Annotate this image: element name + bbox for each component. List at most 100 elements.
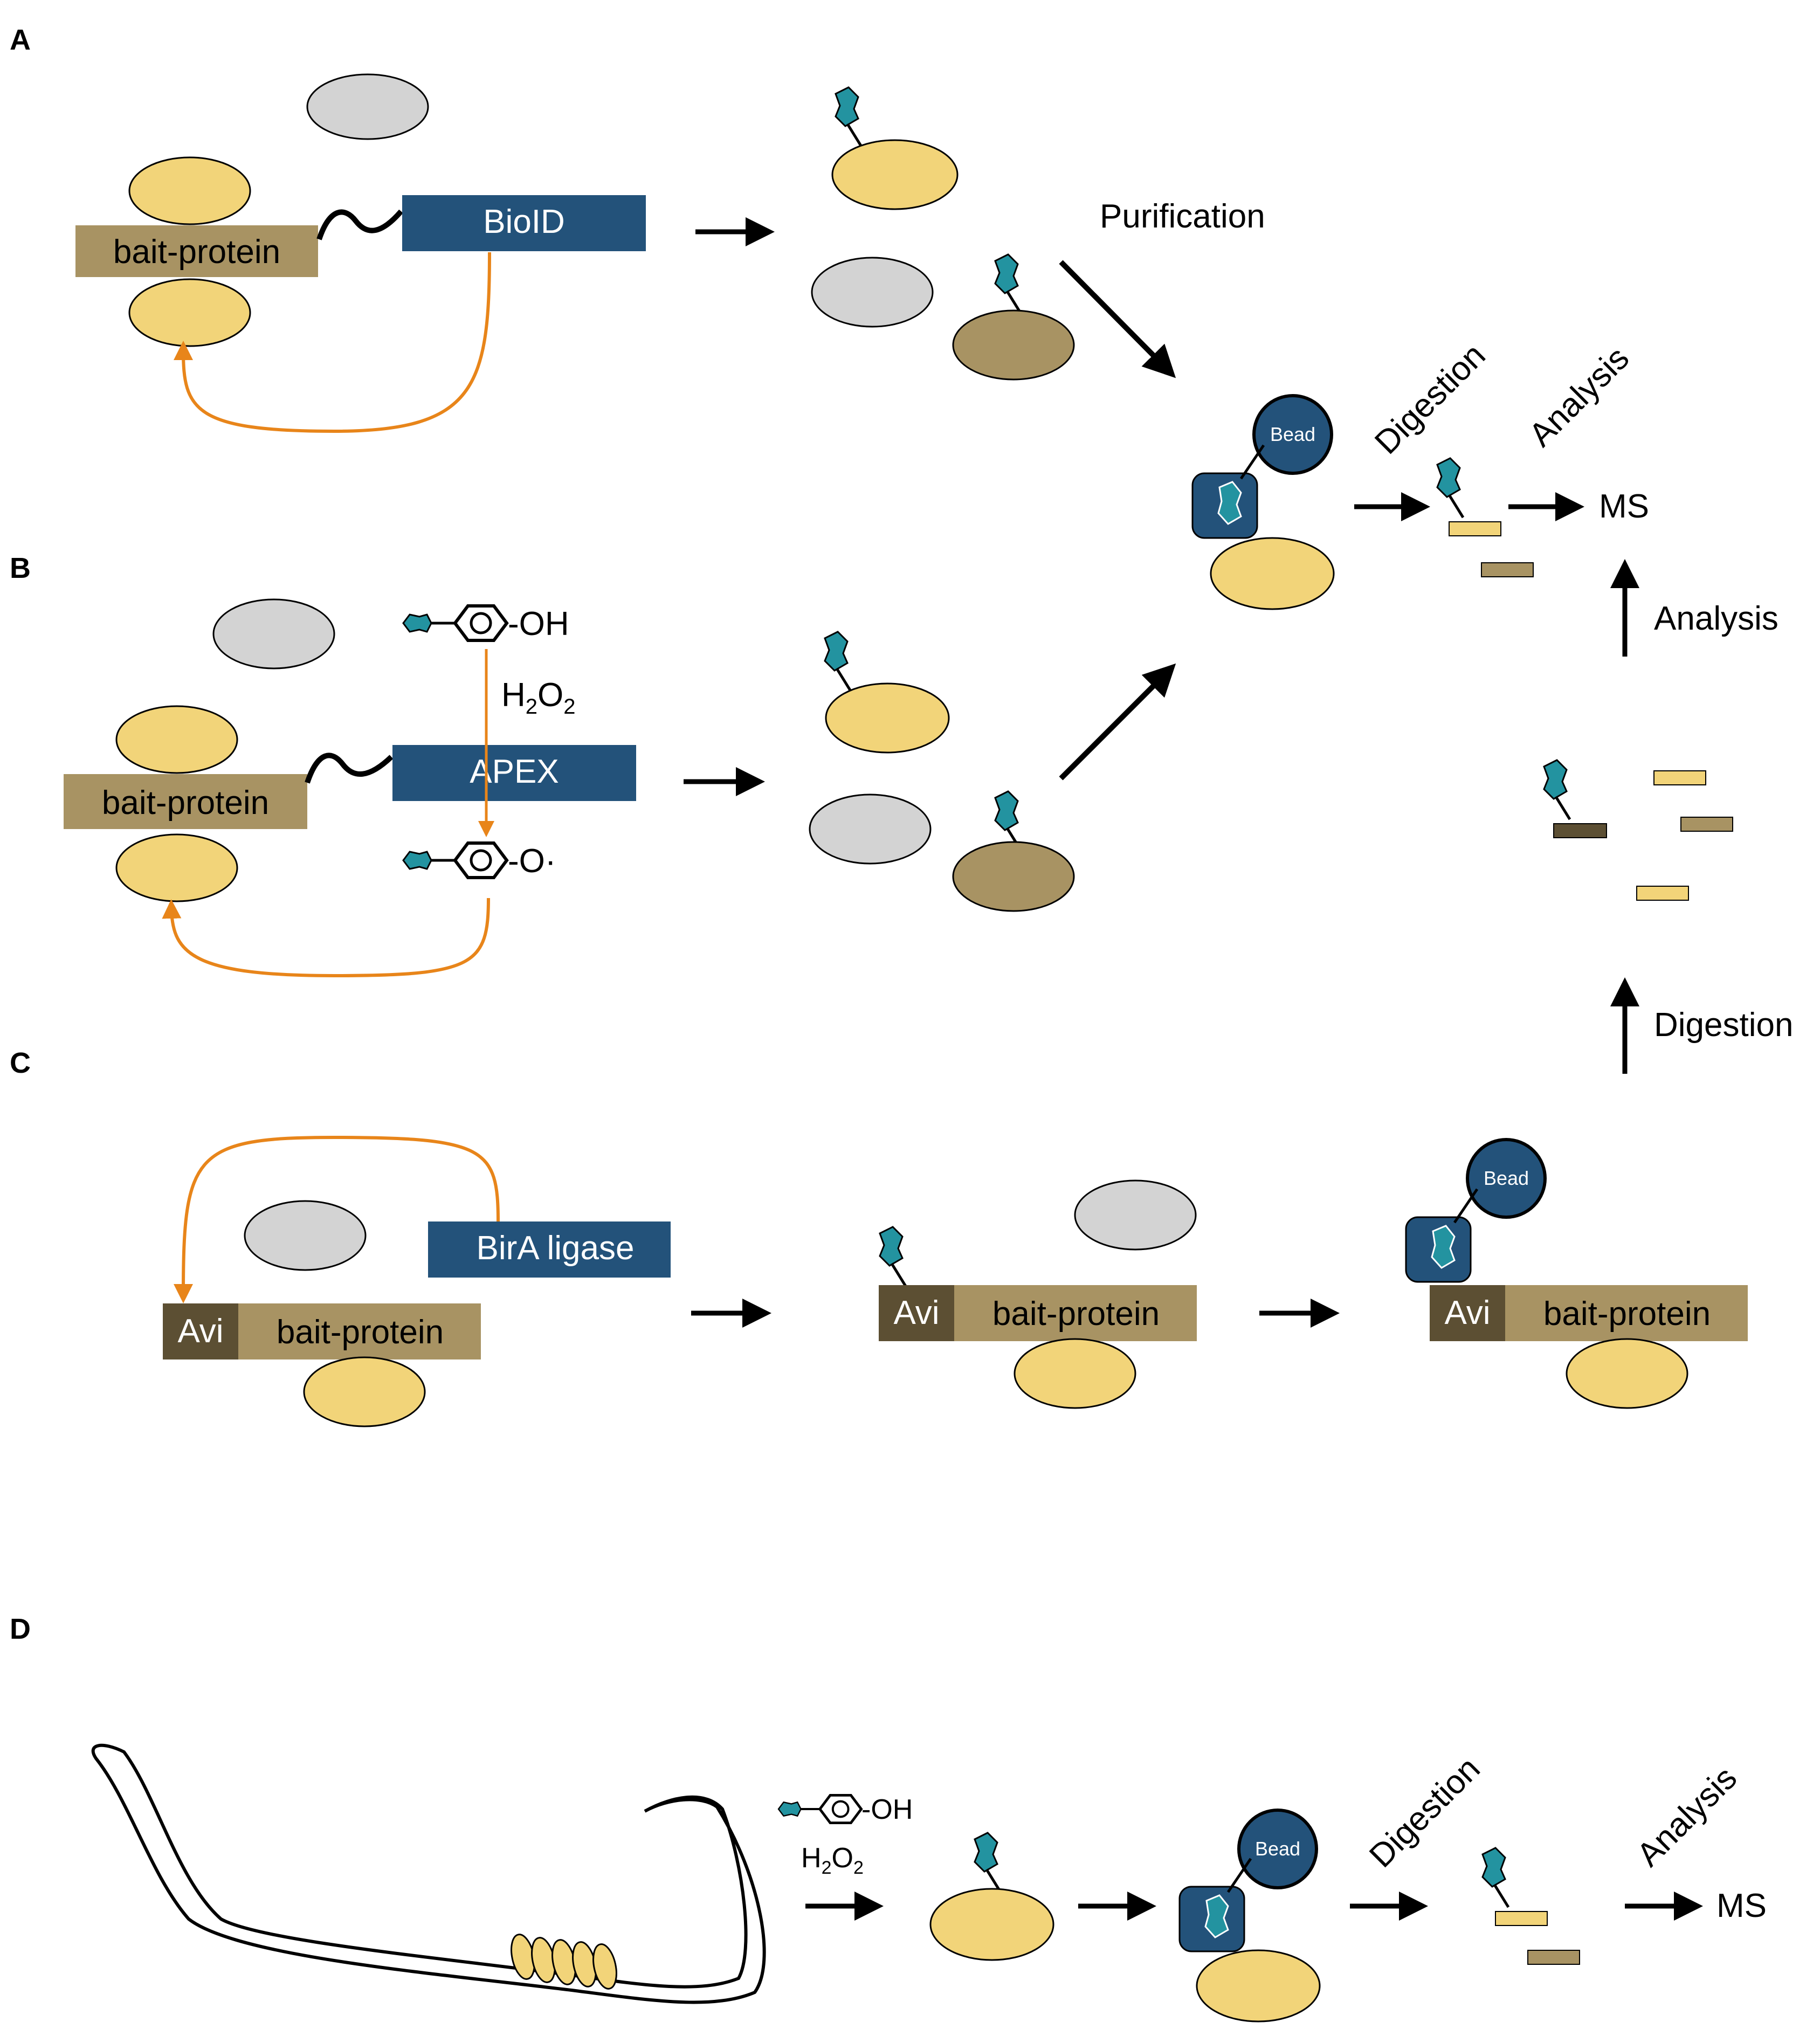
bait-protein-label: bait-protein <box>277 1314 444 1351</box>
labeling-arrow <box>162 898 490 978</box>
brown-prey <box>952 841 1075 912</box>
avi-tag-box <box>1430 1285 1505 1341</box>
yellow-prey <box>1566 1338 1688 1409</box>
biolid-enzyme-box <box>402 195 646 251</box>
streptavidin-biotin-icon <box>1406 1189 1477 1282</box>
peptide <box>1449 521 1501 536</box>
biolid-label: BioID <box>483 203 565 240</box>
ring-inner <box>470 612 492 634</box>
digestion-label: Digestion <box>1368 336 1493 461</box>
peptide <box>1636 886 1689 901</box>
biotin-tag-icon <box>1483 1848 1508 1907</box>
labeling-arrow <box>174 252 491 433</box>
oh-label: -OH <box>861 1794 913 1825</box>
yellow-prey <box>929 1888 1054 1961</box>
avi-tag-box <box>879 1285 954 1341</box>
phenol-ring-icon <box>453 604 509 642</box>
grey-prey <box>811 257 934 328</box>
linker <box>305 753 394 784</box>
grey-prey <box>809 793 932 865</box>
analysis-label: Analysis <box>1630 1759 1744 1874</box>
panel-label-c: C <box>10 1047 31 1079</box>
eggs-icon <box>511 1934 617 1990</box>
ring-inner <box>470 849 492 872</box>
oh-label: -OH <box>508 605 569 643</box>
phenol-ring-icon <box>453 841 509 879</box>
oradical-label: -O· <box>508 843 556 880</box>
grey-prey <box>212 598 335 670</box>
biotin-tag-icon <box>1437 458 1463 517</box>
linker <box>316 209 403 240</box>
yellow-prey <box>1210 537 1335 610</box>
brown-prey <box>952 309 1075 381</box>
peptide <box>1553 823 1607 838</box>
grey-prey <box>1074 1179 1197 1251</box>
bait-protein-label: bait-protein <box>102 784 269 822</box>
bait-protein-box <box>238 1303 481 1359</box>
peptide <box>1481 562 1534 577</box>
biotin-phenol-icon <box>777 1793 863 1825</box>
bead-label: Bead <box>1270 423 1315 445</box>
yellow-prey <box>303 1356 426 1427</box>
panel-label-a: A <box>10 24 31 56</box>
bait-protein-label: bait-protein <box>992 1295 1160 1333</box>
avi-label: Avi <box>893 1294 939 1331</box>
avi-tag-box <box>163 1303 238 1359</box>
yellow-prey <box>115 705 238 774</box>
ms-label: MS <box>1599 488 1649 525</box>
labeling-arrow <box>174 1135 500 1303</box>
panel-label-b: B <box>10 552 31 584</box>
h2o2-label: H2O2 <box>501 677 576 719</box>
purification-arrow <box>1059 260 1176 378</box>
bait-protein-box <box>954 1285 1197 1341</box>
purification-arrow <box>1059 663 1176 781</box>
peptide <box>1495 1911 1548 1926</box>
bait-protein-label: bait-protein <box>1543 1295 1711 1333</box>
bead <box>1466 1138 1547 1219</box>
biotin-icon <box>402 851 432 870</box>
biotin-tag-icon <box>825 632 851 691</box>
apex-enzyme-box <box>392 745 636 801</box>
biotin-tag-icon <box>880 1227 906 1286</box>
yellow-prey <box>1196 1949 1321 2023</box>
digestion-label: Digestion <box>1362 1750 1487 1875</box>
birA-label: BirA ligase <box>477 1230 635 1267</box>
biotin-tag-icon <box>836 87 861 147</box>
peptide <box>1653 770 1706 785</box>
worm-icon <box>91 1743 766 2004</box>
bait-protein-box <box>64 774 307 829</box>
streptavidin-biotin-icon <box>1180 1859 1251 1951</box>
yellow-prey <box>831 139 959 210</box>
avi-label: Avi <box>1444 1294 1490 1331</box>
bead-label: Bead <box>1255 1838 1300 1860</box>
bait-protein-box <box>1505 1285 1748 1341</box>
peptide <box>1527 1950 1580 1965</box>
yellow-prey <box>128 156 251 225</box>
bait-protein-label: bait-protein <box>113 233 280 271</box>
yellow-prey <box>115 833 238 902</box>
grey-prey <box>306 73 429 140</box>
ms-label: MS <box>1716 1887 1767 1924</box>
avi-label: Avi <box>177 1313 223 1350</box>
bead <box>1252 394 1333 475</box>
peptide <box>1680 817 1733 832</box>
panel-label-d: D <box>10 1613 31 1645</box>
yellow-prey <box>825 682 950 754</box>
bead-label: Bead <box>1484 1167 1529 1189</box>
biotin-tag-icon <box>975 1833 1001 1892</box>
analysis-label: Analysis <box>1654 600 1778 637</box>
biotin-icon <box>402 613 432 633</box>
biotin-tag-icon <box>1544 760 1570 819</box>
h2o2-label: H2O2 <box>801 1842 864 1878</box>
digestion-label: Digestion <box>1654 1006 1793 1044</box>
analysis-label: Analysis <box>1522 340 1636 454</box>
purification-label: Purification <box>1100 198 1265 235</box>
streptavidin-biotin-icon <box>1192 445 1264 538</box>
yellow-prey <box>1014 1338 1136 1409</box>
birA-ligase-box <box>428 1221 671 1278</box>
bait-protein-box <box>75 225 318 277</box>
apex-label: APEX <box>470 753 559 790</box>
biotin-tag-icon <box>995 254 1021 314</box>
yellow-prey <box>128 278 251 347</box>
